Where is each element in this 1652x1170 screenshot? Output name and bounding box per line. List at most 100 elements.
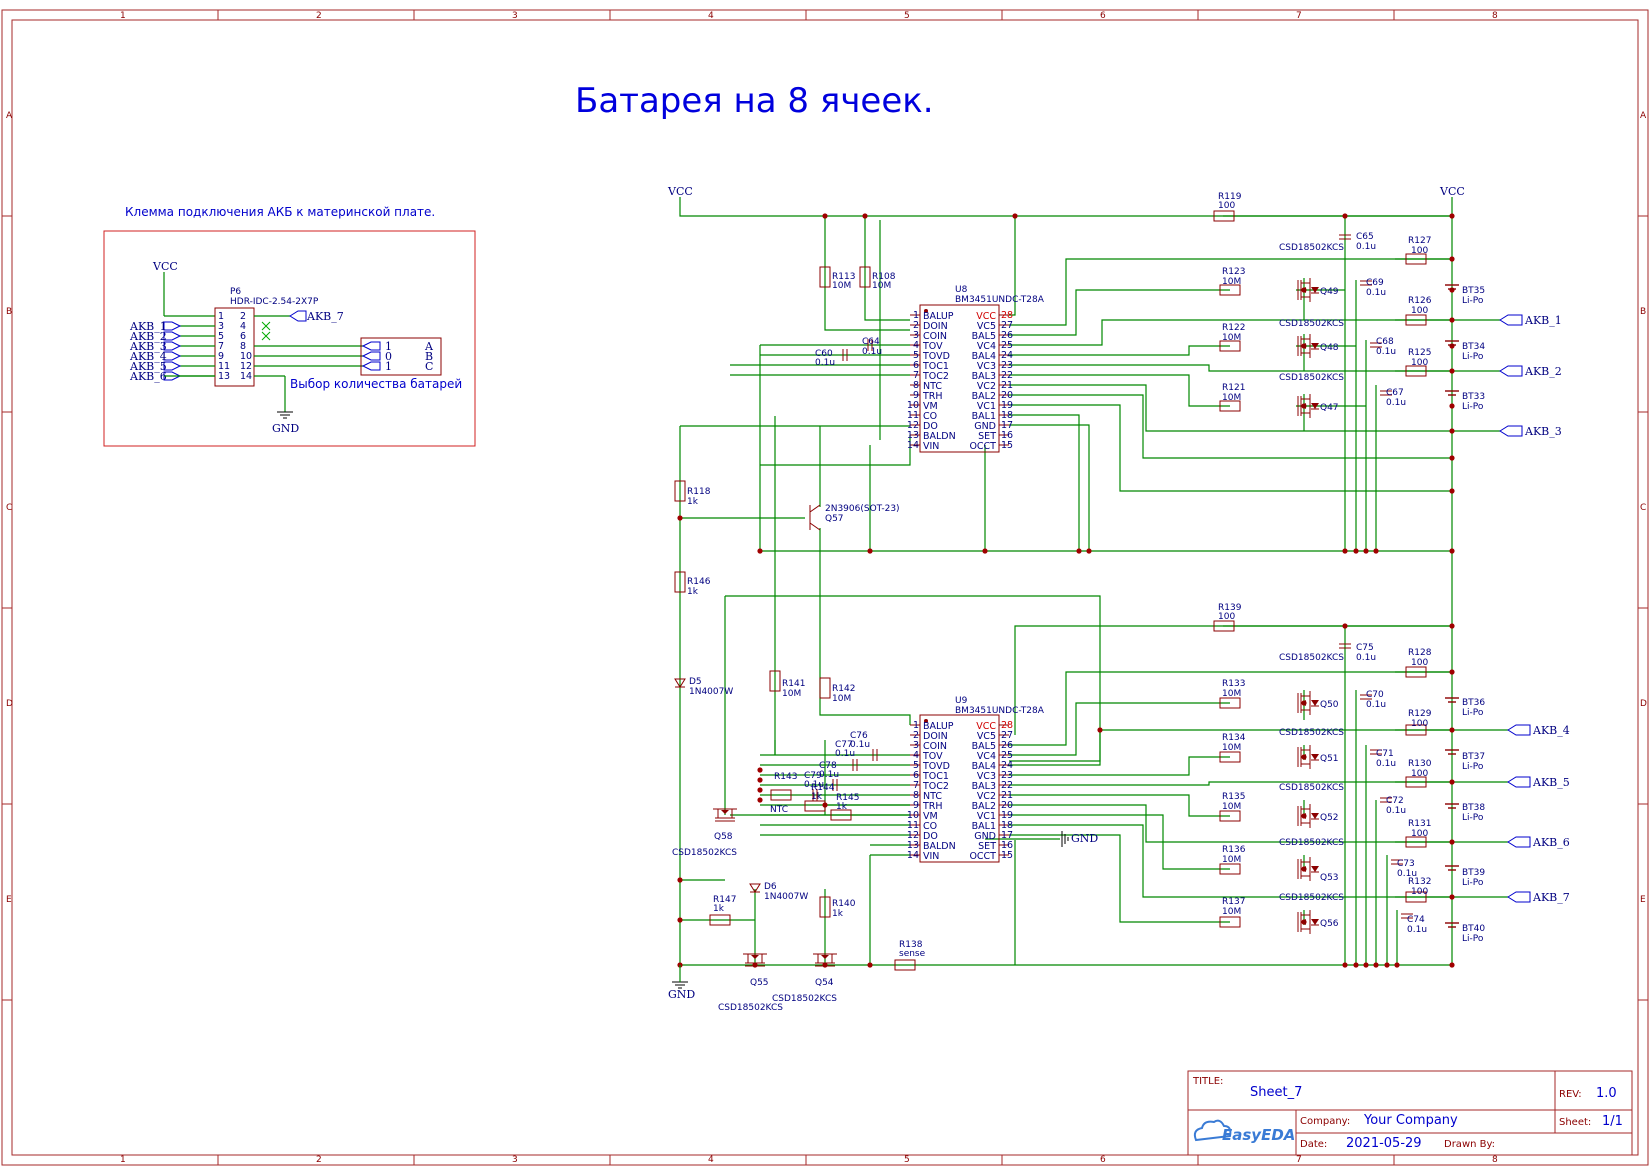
junction-dot [1449, 623, 1455, 629]
mosfet-q51 [1297, 745, 1319, 769]
header-pin-right: 12 [240, 361, 252, 372]
u8-pinnum-left: 7 [913, 370, 919, 381]
battery-bt33 [1445, 390, 1459, 396]
u9-pin-right: BAL4 [972, 761, 996, 772]
part-label: C68 [1376, 337, 1394, 347]
resistor-r126 [1405, 314, 1427, 326]
tb-title-value: Sheet_7 [1250, 1085, 1302, 1100]
junction-dot [1449, 428, 1455, 434]
part-label: 10M [832, 281, 851, 291]
capacitor-c69 [1360, 280, 1372, 286]
u9-pinnum-left: 14 [907, 850, 919, 861]
wire [1009, 374, 1230, 407]
circuit-junctions [677, 213, 1455, 968]
junction-dot [1342, 213, 1348, 219]
battery-bt34 [1445, 340, 1459, 346]
part-label: 10M [1222, 393, 1241, 403]
wire [725, 595, 1101, 762]
u9-pin-left: COIN [923, 741, 947, 752]
part-label: sense [899, 949, 926, 959]
part-label: R128 [1408, 648, 1432, 658]
u8-pinnum-right: 19 [1001, 400, 1013, 411]
part-label: 1k [832, 909, 844, 919]
u9-pinnum-right: 17 [1001, 830, 1013, 841]
ruler-row-right: D [1640, 699, 1647, 709]
part-label: R146 [687, 577, 711, 587]
capacitor-c72 [1380, 797, 1392, 803]
junction-dot [1097, 727, 1103, 733]
junction-dot [1449, 455, 1455, 461]
part-label: Q56 [1320, 919, 1339, 929]
battery-bt35 [1445, 284, 1459, 290]
wire [1009, 702, 1230, 756]
part-label: R136 [1222, 845, 1246, 855]
circuit-wires [679, 197, 1508, 966]
connector-ref: P6 [230, 287, 241, 297]
tb-date-label: Date: [1300, 1139, 1327, 1150]
part-label: Q50 [1320, 700, 1339, 710]
part-label: D6 [764, 882, 777, 892]
akb7-flag: AKB_7 [1507, 891, 1570, 904]
part-label: R138 [899, 940, 923, 950]
part-label: D5 [689, 677, 702, 687]
wire [1009, 794, 1230, 817]
connector-block: Клемма подключения АКБ к материнской пла… [103, 205, 476, 447]
u9-pinnum-left: 9 [913, 800, 919, 811]
part-label: 100 [1411, 246, 1428, 256]
resistor-r129 [1405, 724, 1427, 736]
part-label: R121 [1222, 383, 1245, 393]
capacitor-c71 [1370, 749, 1382, 755]
resistor-r139 [1213, 620, 1235, 632]
capacitor-c68 [1370, 342, 1382, 348]
part-label: R143 [774, 772, 797, 782]
u8-body [919, 304, 1000, 453]
wire [1009, 671, 1452, 746]
wire [864, 216, 910, 321]
junction-dot [757, 767, 763, 773]
ruler-col-top: 1 [120, 11, 126, 21]
resistor-r133 [1219, 697, 1241, 709]
akb6-flag: AKB_6 [1507, 836, 1570, 849]
selector-letter: B [425, 350, 433, 363]
u8-pin-right: BAL2 [972, 391, 996, 402]
resistor-r140 [819, 896, 831, 918]
svg-text:AKB_7: AKB_7 [1532, 891, 1570, 904]
wire [1009, 824, 1452, 898]
gnd-net-label: GND [1071, 832, 1098, 845]
u9-pinnum-right: 18 [1001, 820, 1013, 831]
header-pin-left: 13 [218, 371, 230, 382]
ruler-col-bottom: 7 [1296, 1155, 1302, 1165]
mosfet-q49 [1297, 278, 1319, 302]
u9-pin-right: GND [974, 831, 996, 842]
ruler-row-right: A [1640, 111, 1647, 121]
part-label: R137 [1222, 897, 1245, 907]
u8-pin-left: CO [923, 411, 937, 422]
part-label: Q54 [815, 978, 834, 988]
junction-dot [982, 548, 988, 554]
part-label: Q48 [1320, 343, 1339, 353]
battery-bt40 [1445, 922, 1459, 928]
ruler-row-right: E [1640, 895, 1646, 905]
junction-dot [1363, 962, 1369, 968]
header-p6 [214, 307, 255, 387]
ruler-col-top: 3 [512, 11, 518, 21]
resistor-r113 [819, 266, 831, 288]
selector-letter: A [424, 340, 434, 353]
capacitor-c64 [867, 339, 873, 351]
junction-dot [1449, 727, 1455, 733]
part-label: 10M [782, 689, 801, 699]
ruler-col-bottom: 4 [708, 1155, 714, 1165]
part-label: Q58 [714, 832, 733, 842]
tb-date-value: 2021-05-29 [1346, 1136, 1422, 1151]
u9-pinnum-left: 2 [913, 730, 919, 741]
junction-dot [1373, 548, 1379, 554]
part-label: R131 [1408, 819, 1431, 829]
part-label: 100 [1411, 306, 1428, 316]
svg-text:AKB_4: AKB_4 [1532, 724, 1570, 737]
u9-pinnum-left: 4 [913, 750, 919, 761]
part-label: R145 [836, 793, 859, 803]
u9-pinnum-left: 12 [907, 830, 919, 841]
wire [1009, 384, 1452, 432]
